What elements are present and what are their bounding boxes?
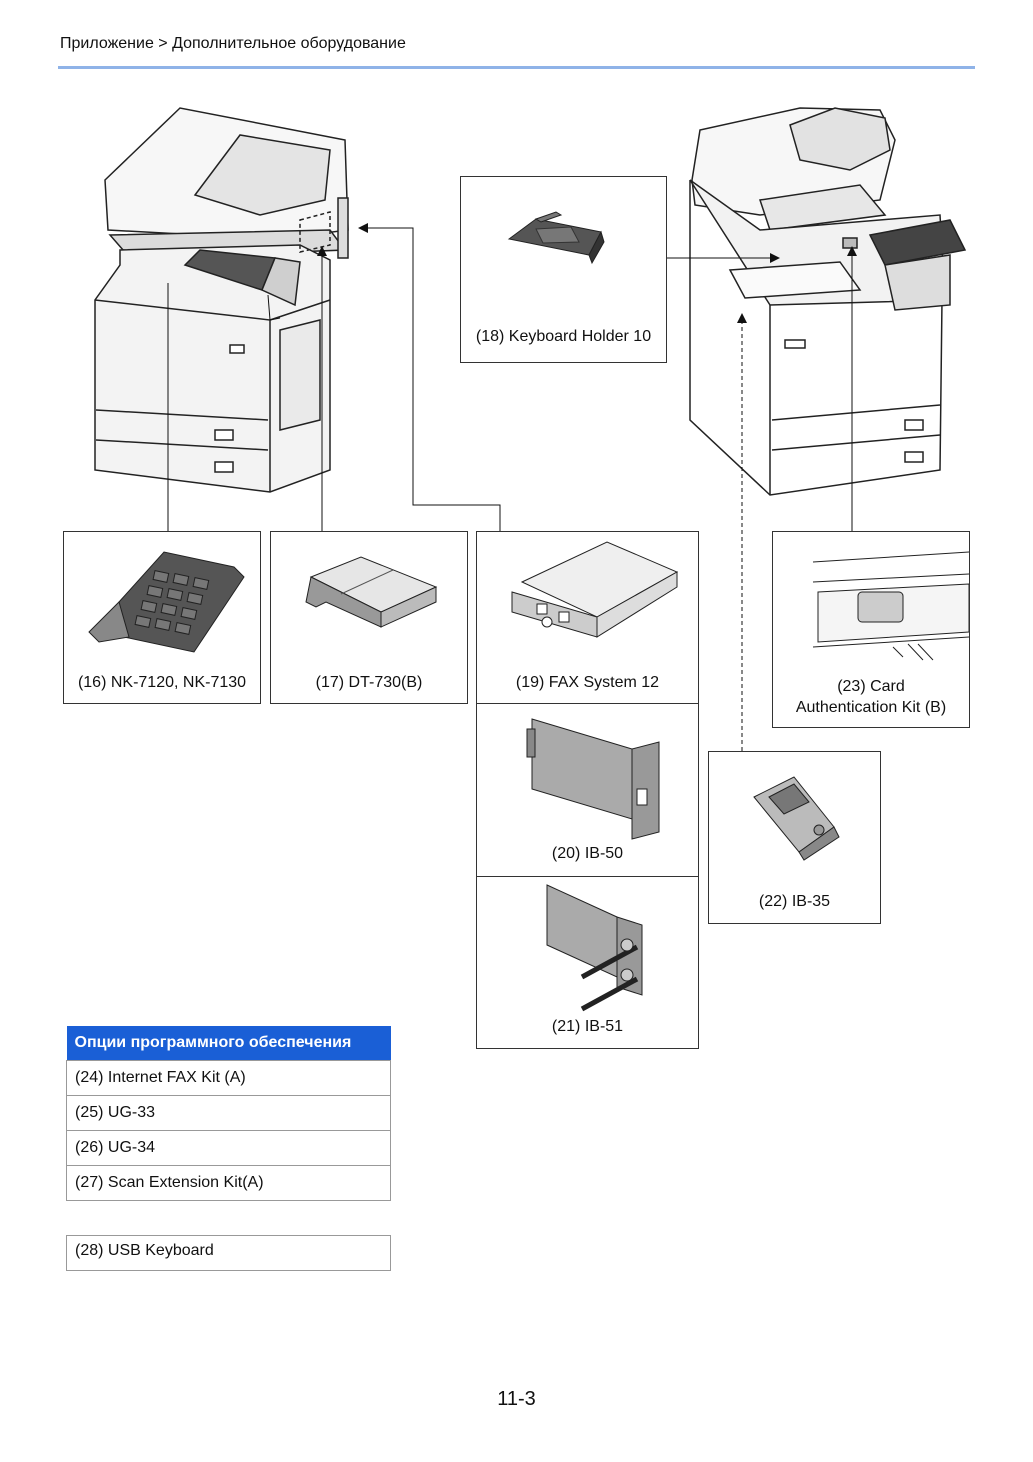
software-options-header: Опции программного обеспечения xyxy=(66,1026,391,1060)
numeric-keypad-image xyxy=(88,551,245,653)
fax-box: (19) FAX System 12 xyxy=(476,531,699,704)
keyboard-holder-box: (18) Keyboard Holder 10 xyxy=(460,176,667,363)
page-number: 11-3 xyxy=(497,1388,536,1410)
nk-box: (16) NK-7120, NK-7130 xyxy=(63,531,261,704)
left-mfp-illustration xyxy=(94,107,349,493)
header-rule xyxy=(58,66,975,69)
ib51-box: (21) IB-51 xyxy=(476,876,699,1049)
software-options-table: Опции программного обеспечения (24) Inte… xyxy=(66,1026,391,1201)
ib35-module-image xyxy=(753,776,840,861)
document-tray-image xyxy=(305,556,438,628)
table-row: (25) UG-33 xyxy=(66,1094,391,1131)
card-auth-box: (23) Card Authentication Kit (B) xyxy=(772,531,970,728)
dt-box: (17) DT-730(B) xyxy=(270,531,468,704)
table-row: (26) UG-34 xyxy=(66,1129,391,1166)
ib51-board-image xyxy=(546,884,643,1012)
fax-board-image xyxy=(511,541,679,638)
right-mfp-illustration xyxy=(689,107,967,496)
fax-label: (19) FAX System 12 xyxy=(515,674,660,691)
nk-label: (16) NK-7120, NK-7130 xyxy=(77,674,247,691)
keyboard-holder-label: (18) Keyboard Holder 10 xyxy=(475,328,652,345)
card-auth-label-2: Authentication Kit (B) xyxy=(795,699,947,716)
ib51-label: (21) IB-51 xyxy=(551,1018,624,1035)
card-auth-label-1: (23) Card xyxy=(837,678,905,695)
ib50-box: (20) IB-50 xyxy=(476,703,699,877)
usb-keyboard-box: (28) USB Keyboard xyxy=(66,1235,391,1271)
breadcrumb: Приложение > Дополнительное оборудование xyxy=(60,35,406,52)
keyboard-holder-image xyxy=(507,211,605,265)
table-row: (27) Scan Extension Kit(A) xyxy=(66,1164,391,1201)
ib35-box: (22) IB-35 xyxy=(708,751,881,924)
card-reader-image xyxy=(812,551,969,661)
dt-label: (17) DT-730(B) xyxy=(315,674,423,691)
table-row: (24) Internet FAX Kit (A) xyxy=(66,1059,391,1096)
ib50-board-image xyxy=(526,718,660,840)
ib35-label: (22) IB-35 xyxy=(758,893,831,910)
ib50-label: (20) IB-50 xyxy=(551,845,624,862)
